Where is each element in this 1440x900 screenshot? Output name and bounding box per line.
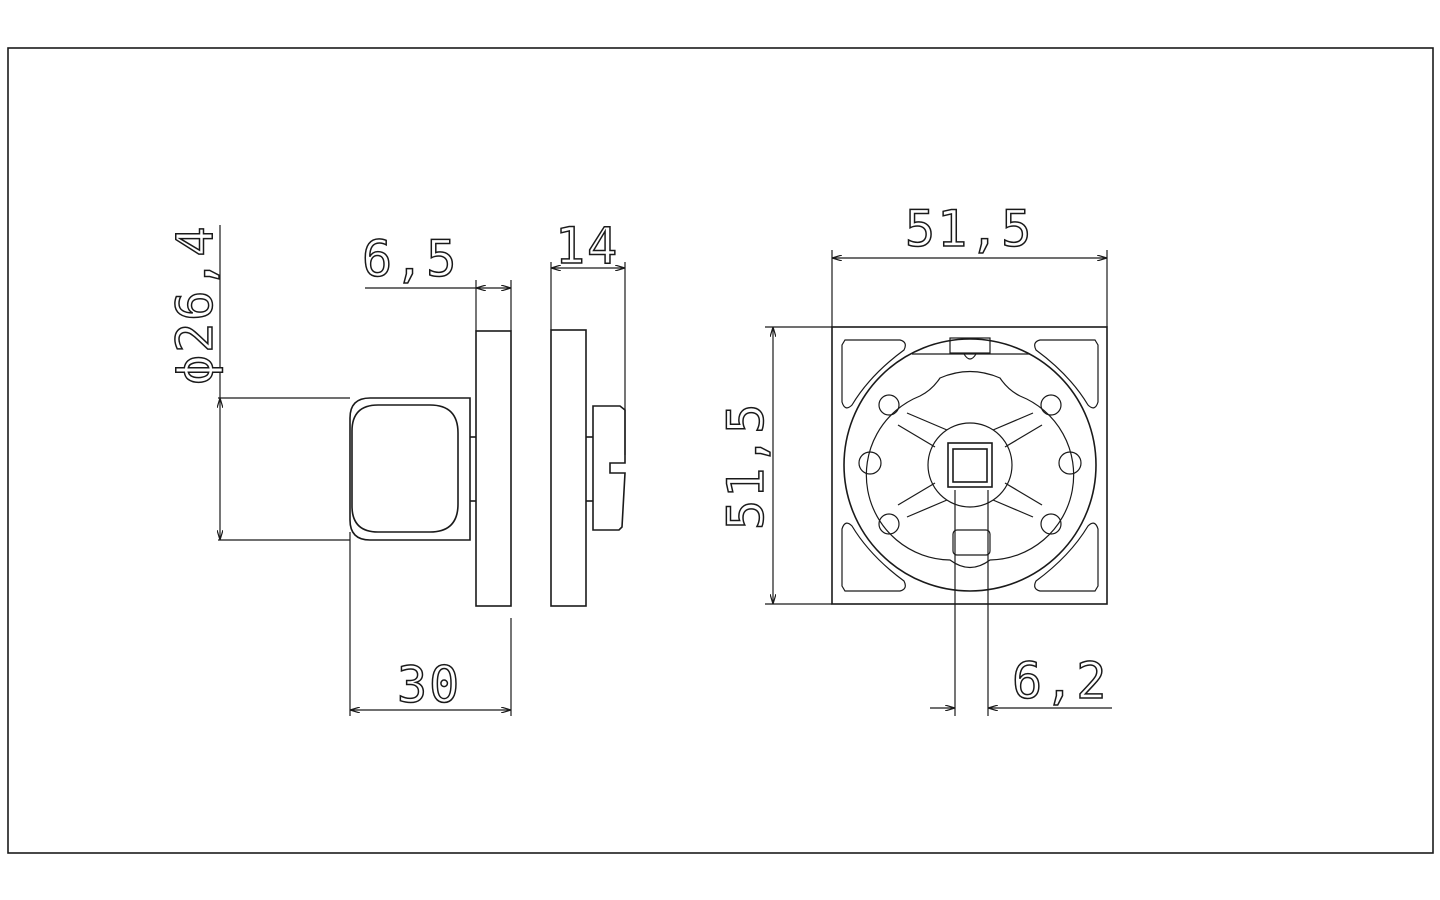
dimension-label-projection: 30: [397, 656, 461, 714]
dimension-projection: 30: [349, 532, 512, 716]
dimension-slot-width: 6,2: [930, 490, 1112, 716]
dimension-knob-diameter: ϕ26,4: [165, 224, 350, 541]
side-view-thumbturn: [550, 329, 626, 607]
dimension-depth: 14: [550, 216, 626, 455]
dimension-label-diameter: ϕ26,4: [166, 224, 224, 385]
side-view-knob: [349, 330, 512, 607]
dimension-label-depth: 14: [555, 217, 619, 275]
dimension-width: 51,5: [831, 199, 1108, 327]
dimension-label-plate-thickness: 6,5: [362, 230, 458, 288]
drawing-frame: [7, 47, 1434, 854]
dimension-label-height: 51,5: [717, 402, 775, 530]
dimension-label-width: 51,5: [905, 200, 1033, 258]
dimension-plate-thickness: 6,5: [361, 229, 512, 331]
dimension-height: 51,5: [716, 326, 832, 605]
dimension-label-slot-width: 6,2: [1012, 652, 1108, 710]
front-view-rosette: [831, 326, 1108, 605]
